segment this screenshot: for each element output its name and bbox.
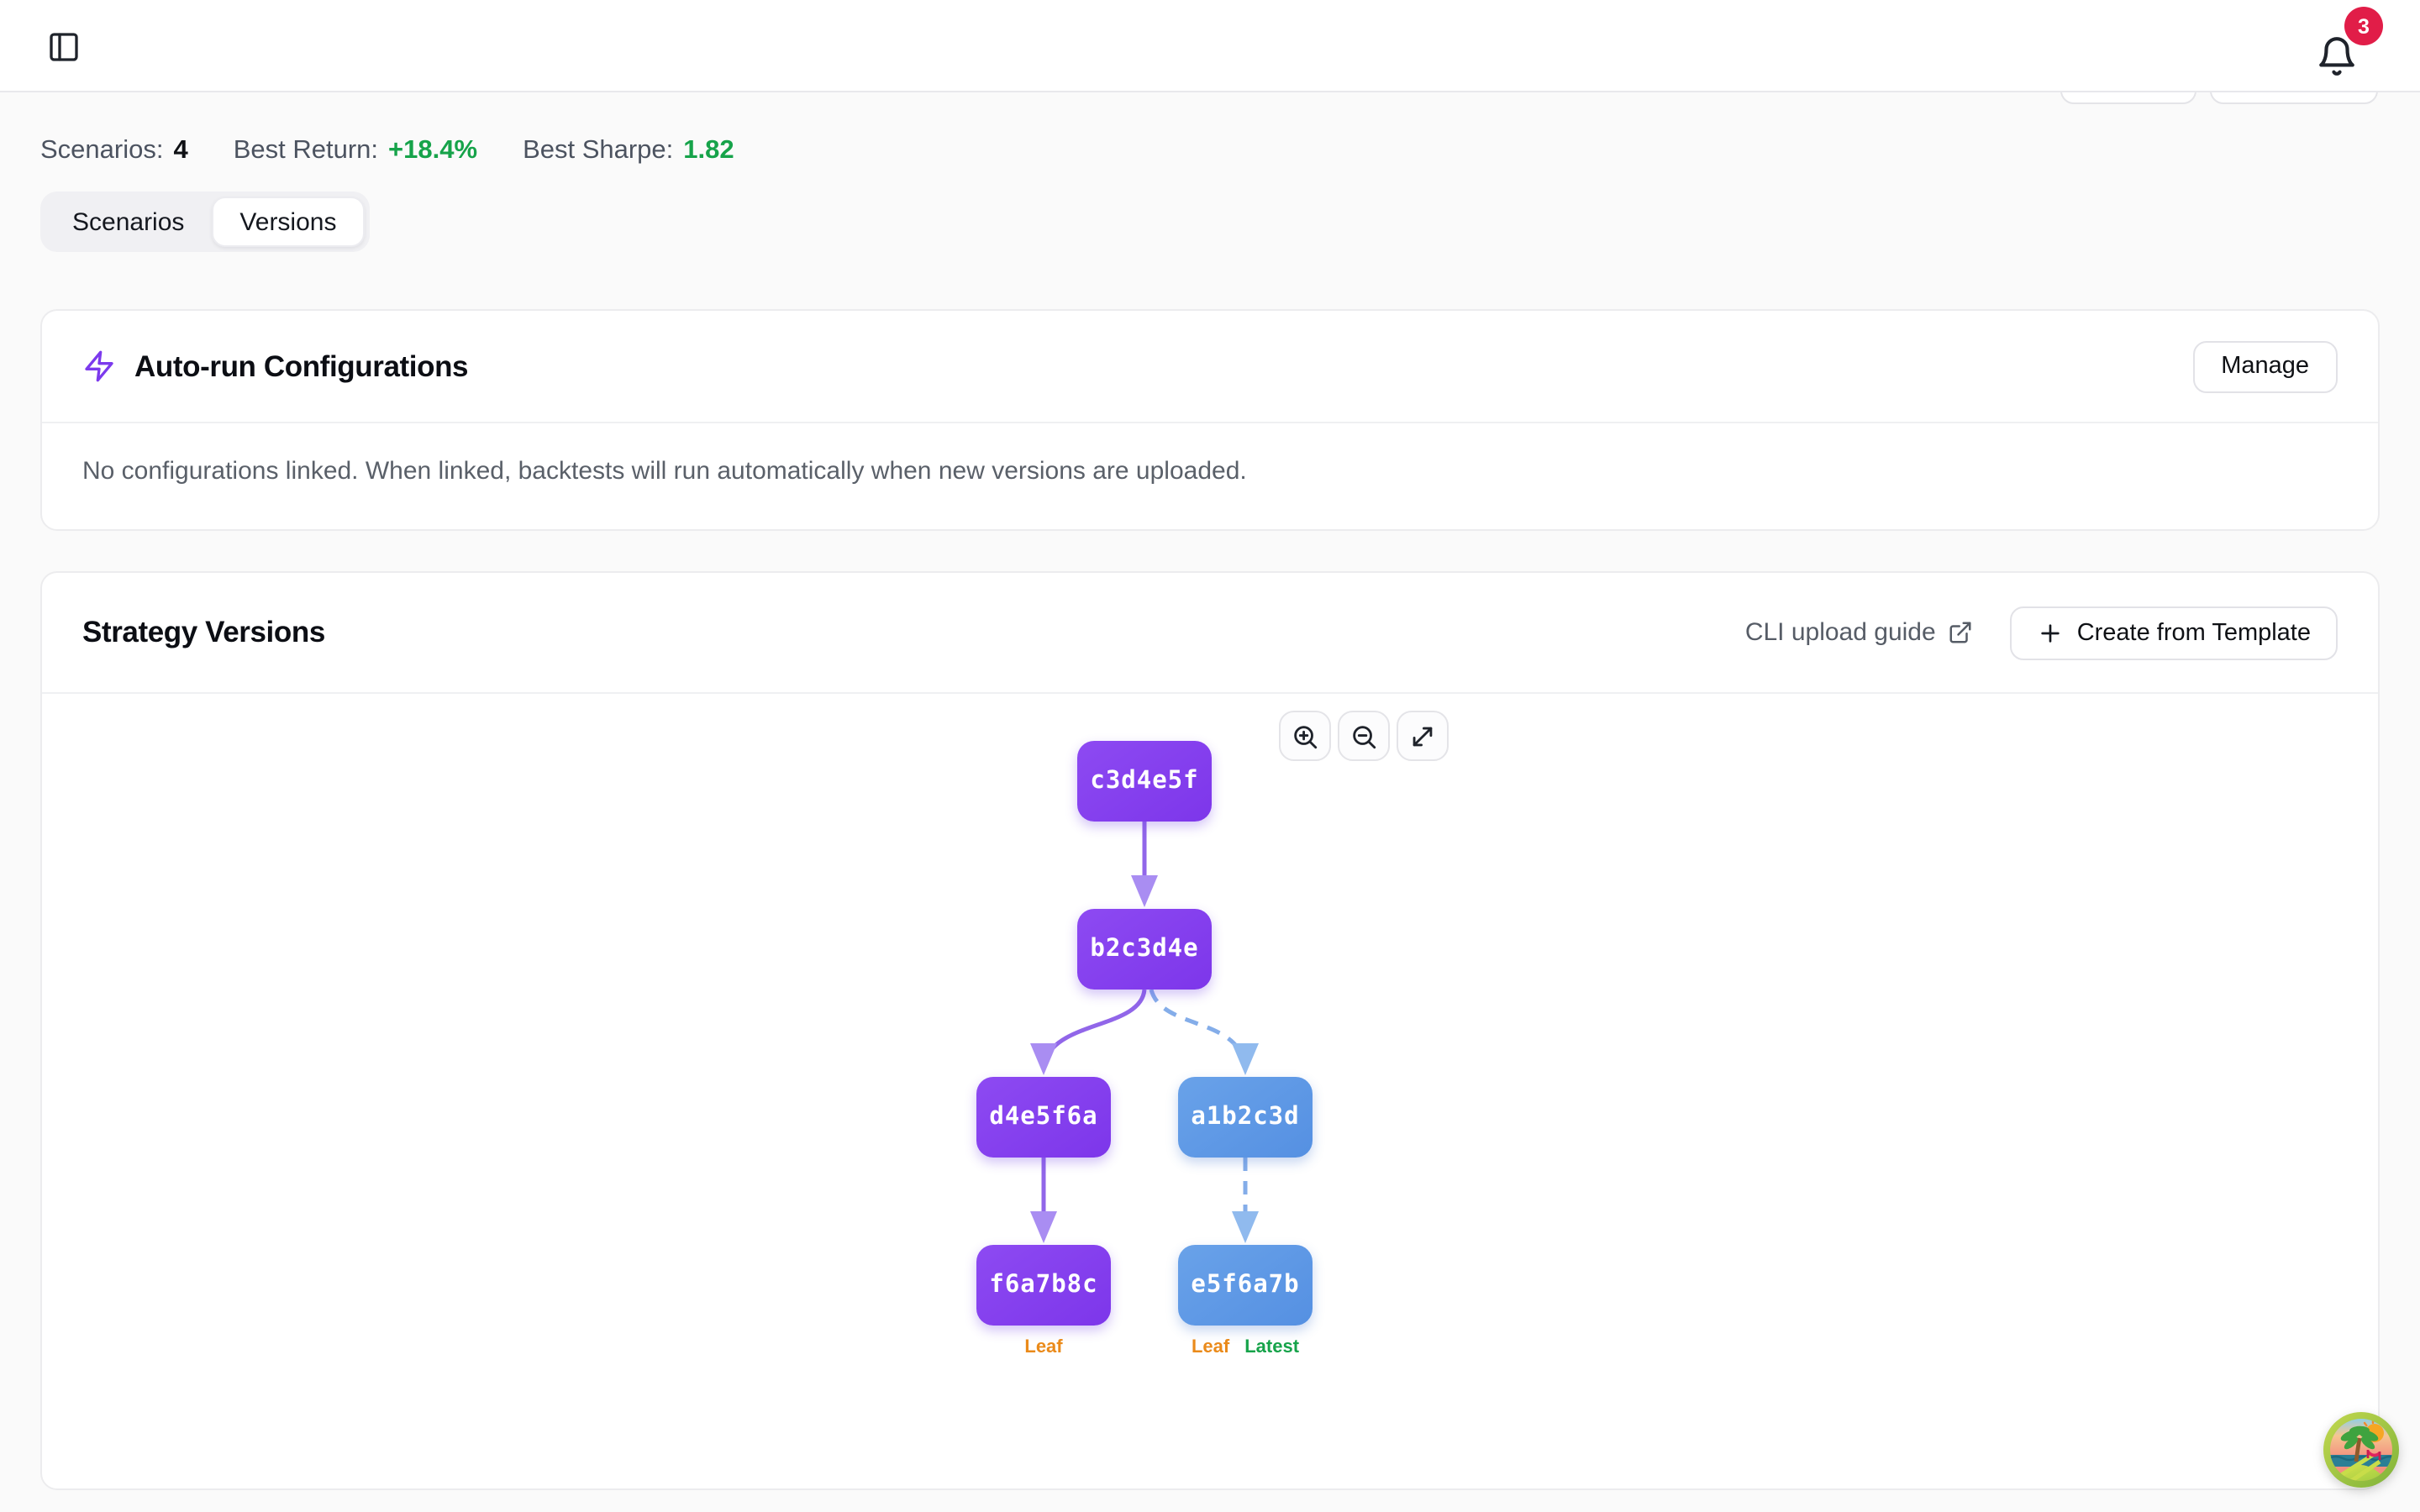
stat-best-sharpe-label: Best Sharpe: [523,136,674,165]
autorun-configurations-card: Auto-run Configurations Manage No config… [40,309,2380,531]
stat-best-return: Best Return: +18.4% [234,136,477,166]
manage-button[interactable]: Manage [2192,340,2338,392]
tree-zoom-controls [1279,711,1449,761]
version-node[interactable]: a1b2c3d [1178,1077,1313,1158]
zoom-out-button[interactable] [1338,711,1390,761]
autorun-empty-text: No configurations linked. When linked, b… [82,457,1247,486]
island-floating-button[interactable] [2323,1411,2400,1488]
autorun-card-title: Auto-run Configurations [134,349,469,382]
version-node[interactable]: e5f6a7b [1178,1245,1313,1326]
version-tree-canvas[interactable]: c3d4e5f b2c3d4e d4e5f6a a1b2c3d f6a7b8c … [42,694,2378,1490]
version-node[interactable]: b2c3d4e [1077,909,1212,990]
expand-diagonal-icon [1408,722,1437,750]
tab-scenarios[interactable]: Scenarios [45,197,211,247]
tropical-island-icon [2323,1412,2400,1494]
stat-scenarios-label: Scenarios: [40,136,164,165]
autorun-card-header: Auto-run Configurations Manage [42,311,2378,423]
sidebar-toggle-button[interactable] [47,30,81,64]
top-header: 3 [0,0,2420,92]
notification-count-badge: 3 [2344,7,2383,45]
strategy-versions-card: Strategy Versions CLI upload guide [40,571,2380,1490]
tab-versions[interactable]: Versions [211,197,366,247]
versions-card-title: Strategy Versions [82,615,325,648]
external-link-icon [1948,620,1973,645]
stat-best-sharpe-value: 1.82 [683,136,734,165]
version-node[interactable]: d4e5f6a [976,1077,1111,1158]
create-from-template-label: Create from Template [2076,619,2311,646]
tab-switcher: Scenarios Versions [40,192,371,252]
stat-best-return-label: Best Return: [233,136,379,165]
create-from-template-button[interactable]: Create from Template [2009,606,2338,659]
latest-badge: Latest [1244,1337,1300,1357]
stats-row: Scenarios: 4 Best Return: +18.4% Best Sh… [40,134,2380,168]
cli-upload-guide-link[interactable]: CLI upload guide [1745,618,1973,647]
zoom-out-icon [1349,722,1378,750]
version-node[interactable]: c3d4e5f [1077,741,1212,822]
main-content: Scenarios: 4 Best Return: +18.4% Best Sh… [0,92,2420,1490]
zoom-in-icon [1291,722,1319,750]
stat-best-sharpe: Best Sharpe: 1.82 [523,136,734,166]
version-tree-edges [1030,822,1259,1243]
cli-upload-guide-label: CLI upload guide [1744,618,1936,647]
zoom-in-button[interactable] [1279,711,1331,761]
plus-icon [2037,619,2064,646]
leaf-badge: Leaf [1024,1337,1063,1357]
versions-card-header: Strategy Versions CLI upload guide [42,573,2378,694]
panel-left-icon [47,33,81,69]
node-badges-f6a7b8c: Leaf [976,1337,1111,1357]
stat-scenarios-value: 4 [173,136,188,165]
leaf-badge: Leaf [1191,1337,1230,1357]
notifications-button[interactable]: 3 [2312,7,2383,82]
version-node[interactable]: f6a7b8c [976,1245,1111,1326]
zap-icon [82,349,116,383]
stat-best-return-value: +18.4% [388,136,478,165]
stat-scenarios: Scenarios: 4 [40,136,188,166]
fit-view-button[interactable] [1397,711,1449,761]
node-badges-e5f6a7b: Leaf Latest [1178,1337,1313,1357]
